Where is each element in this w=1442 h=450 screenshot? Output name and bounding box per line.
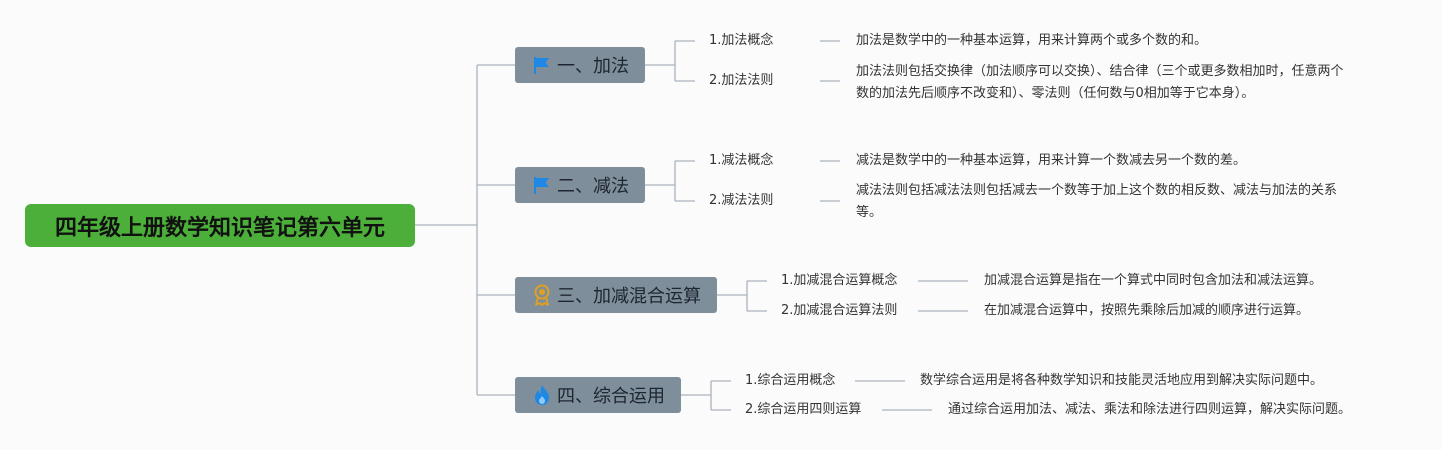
sub-topic[interactable]: 1.加法概念 <box>709 33 774 48</box>
description: 加减混合运算是指在一个算式中同时包含加法和减法运算。 <box>984 273 1323 288</box>
sub-topic[interactable]: 1.加减混合运算概念 <box>781 273 898 288</box>
flame-icon <box>531 384 553 406</box>
branch-label: 一、加法 <box>557 56 629 77</box>
sub-topic[interactable]: 1.综合运用概念 <box>745 373 836 388</box>
description: 减法法则包括减法法则包括减去一个数等于加上这个数的相反数、减法与加法的关系等。 <box>856 183 1338 220</box>
root-topic[interactable]: 四年级上册数学知识笔记第六单元 <box>25 204 415 247</box>
branch-subtraction[interactable]: 二、减法 <box>515 167 645 203</box>
branch-comprehensive-application[interactable]: 四、综合运用 <box>515 377 681 413</box>
root-title: 四年级上册数学知识笔记第六单元 <box>54 215 385 241</box>
sub-topic[interactable]: 1.减法概念 <box>709 153 774 168</box>
sub-topic[interactable]: 2.综合运用四则运算 <box>745 402 862 417</box>
sub-topic[interactable]: 2.加法法则 <box>709 73 774 88</box>
description: 在加减混合运算中，按照先乘除后加减的顺序进行运算。 <box>984 303 1310 318</box>
description: 加法法则包括交换律（加法顺序可以交换）、结合律（三个或更多数相加时，任意两个数的… <box>856 64 1344 101</box>
branch-addition[interactable]: 一、加法 <box>515 47 645 83</box>
flag-icon <box>531 54 553 76</box>
branch-label: 三、加减混合运算 <box>557 286 701 307</box>
sub-topic[interactable]: 2.减法法则 <box>709 193 774 208</box>
description: 加法是数学中的一种基本运算，用来计算两个或多个数的和。 <box>856 33 1208 48</box>
branch-label: 二、减法 <box>557 176 629 197</box>
branch-label: 四、综合运用 <box>557 386 665 407</box>
description: 减法是数学中的一种基本运算，用来计算一个数减去另一个数的差。 <box>856 153 1247 168</box>
award-icon <box>531 284 553 306</box>
branch-mixed-operations[interactable]: 三、加减混合运算 <box>515 277 717 313</box>
flag-icon <box>531 174 553 196</box>
description: 通过综合运用加法、减法、乘法和除法进行四则运算，解决实际问题。 <box>948 402 1352 417</box>
description: 数学综合运用是将各种数学知识和技能灵活地应用到解决实际问题中。 <box>920 373 1324 388</box>
sub-topic[interactable]: 2.加减混合运算法则 <box>781 303 898 318</box>
